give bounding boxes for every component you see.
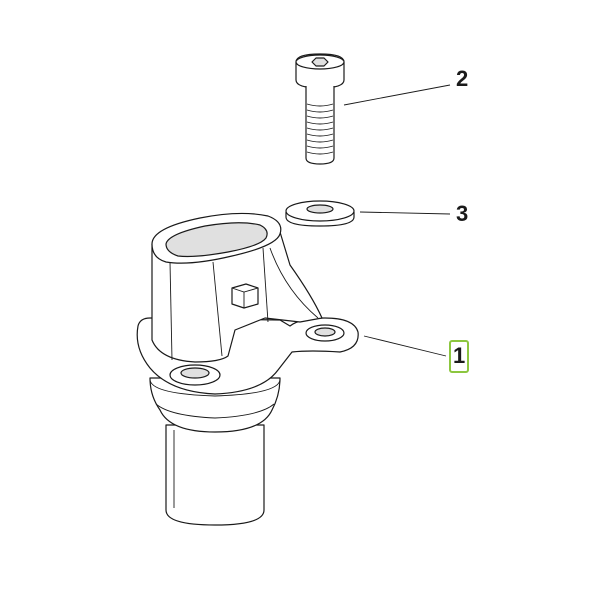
bolt-part[interactable]	[295, 53, 345, 165]
callout-number-2[interactable]: 2	[456, 66, 469, 91]
leader-line-bolt	[343, 84, 451, 106]
callout-number-1[interactable]: 1	[453, 343, 466, 368]
leader-line-sensor	[363, 335, 447, 357]
selected-callout-highlight[interactable]	[449, 340, 469, 373]
washer-part[interactable]	[285, 200, 355, 227]
sensor-part[interactable]	[136, 212, 359, 526]
leader-line-washer	[359, 211, 451, 215]
callout-number-3[interactable]: 3	[456, 201, 469, 226]
